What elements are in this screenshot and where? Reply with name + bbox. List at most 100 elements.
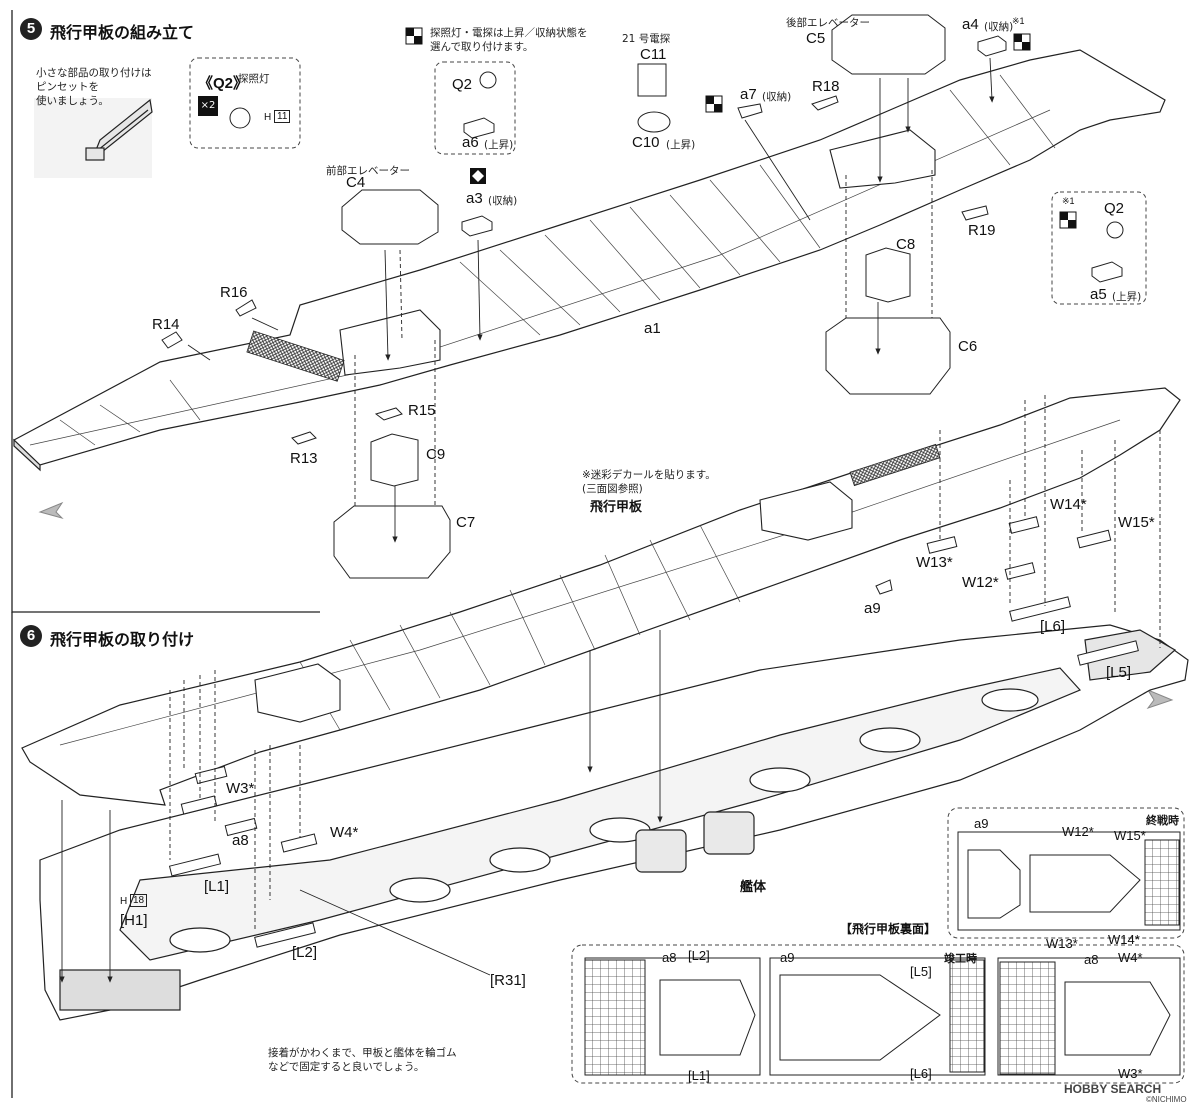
part-C8: C8	[896, 236, 916, 253]
part-H1: [H1]	[120, 912, 148, 929]
inset-top-W15: W15*	[1114, 828, 1146, 843]
lower-rear-elevator-opening	[759, 481, 853, 541]
ref1-right: ※1	[1062, 196, 1075, 206]
inset-boxes-step5	[189, 57, 1147, 305]
inset-bl-L1: [L1]	[688, 1068, 710, 1083]
upper-flight-deck	[12, 49, 1166, 472]
part-C11: C11	[640, 46, 667, 63]
x2-badge: ×2	[198, 96, 218, 116]
part-Q2: Q2	[452, 76, 473, 93]
inset-top-W13: W13*	[1046, 936, 1078, 951]
flag-icons	[405, 27, 1077, 229]
part-a7: a7	[740, 86, 757, 103]
caption-flight-deck: 飛行甲板	[590, 500, 643, 515]
lower-parts	[168, 516, 1139, 948]
part-C7: C7	[456, 514, 476, 531]
part-R13: R13	[290, 450, 318, 467]
inset-bm-L5: [L5]	[910, 964, 932, 979]
part-C6: C6	[958, 338, 978, 355]
part-W12: W12*	[962, 574, 999, 591]
part-C5: C5	[806, 30, 826, 47]
part-C10: C10	[632, 134, 660, 151]
a7-stowed: (収納)	[762, 91, 792, 103]
lower-deck-grating	[849, 443, 941, 487]
part-a5: a5	[1090, 286, 1107, 303]
note-decal: ※迷彩デカールを貼ります。 (三面図参照)	[582, 469, 716, 496]
part-R19: R19	[968, 222, 996, 239]
part-a9: a9	[864, 600, 881, 617]
inset-bl-L2: [L2]	[688, 948, 710, 963]
c10-raised: (上昇)	[666, 139, 696, 151]
a4-stowed: (収納)	[984, 21, 1014, 33]
h18-box: 18	[130, 894, 148, 907]
a5-raised: (上昇)	[1112, 291, 1142, 303]
caption-searchlight: 探照灯	[238, 73, 270, 85]
step5-number: 5	[20, 18, 42, 40]
part-a4: a4	[962, 16, 979, 33]
part-a6: a6	[462, 134, 479, 151]
part-a3: a3	[466, 190, 483, 207]
part-a1: a1	[644, 320, 661, 337]
inset-br-W3: W3*	[1118, 1066, 1143, 1081]
note-rubber-band: 接着がかわくまで、甲板と艦体を輪ゴム などで固定すると良いでしょう。	[268, 1047, 457, 1074]
watermark-sub: ©NICHIMO	[1146, 1095, 1187, 1104]
part-L6: [L6]	[1040, 618, 1066, 635]
inset-br-W4: W4*	[1118, 950, 1143, 965]
part-W3: W3*	[226, 780, 255, 797]
part-W4: W4*	[330, 824, 359, 841]
hull-guide-arrows	[59, 630, 663, 983]
inset-top-W14: W14*	[1108, 932, 1140, 947]
part-Q2-searchlight: 《Q2》	[198, 75, 249, 92]
a3-stowed: (収納)	[488, 195, 518, 207]
part-R18: R18	[812, 78, 840, 95]
caption-front-elevator: 前部エレベーター	[326, 165, 410, 177]
caption-at-commission: 竣工時	[944, 952, 977, 965]
lower-front-elevator-opening	[254, 663, 341, 723]
section-dividers	[11, 10, 320, 1098]
inset-bm-L6: [L6]	[910, 1066, 932, 1081]
note-searchlight: 探照灯・電探は上昇／収納状態を 選んで取り付けます。	[430, 27, 588, 54]
upper-parts	[161, 14, 1124, 579]
front-elevator-opening	[339, 309, 441, 376]
part-W14: W14*	[1050, 496, 1087, 513]
caption-at-completion: 終戦時	[1146, 814, 1179, 827]
part-C9: C9	[426, 446, 446, 463]
part-L5: [L5]	[1106, 664, 1132, 681]
tweezers-illustration	[34, 98, 153, 178]
bow-direction-arrow	[38, 501, 64, 519]
inset-bl-a8: a8	[662, 950, 677, 965]
a6-raised: (上昇)	[484, 139, 514, 151]
part-R16: R16	[220, 284, 248, 301]
part-a8: a8	[232, 832, 249, 849]
step6-title: 飛行甲板の取り付け	[50, 630, 195, 649]
underside-insets	[571, 807, 1185, 1084]
part-R14: R14	[152, 316, 180, 333]
step6-number: 6	[20, 625, 42, 647]
h18-prefix: H	[120, 896, 128, 907]
part-C4: C4	[346, 174, 366, 191]
part-Q2-right: Q2	[1104, 200, 1125, 217]
upper-deck-grating	[246, 330, 345, 382]
underside-deck-plans	[584, 831, 1181, 1076]
inset-top-W12: W12*	[1062, 824, 1094, 839]
part-R31: [R31]	[490, 972, 526, 989]
h11-prefix: H	[264, 112, 272, 123]
step5-title: 飛行甲板の組み立て	[50, 23, 195, 42]
h11-box: 11	[274, 110, 291, 123]
part-L2: [L2]	[292, 944, 318, 961]
stern-direction-arrow	[1146, 688, 1174, 709]
part-R15: R15	[408, 402, 436, 419]
watermark-brand: HOBBY SEARCH	[1064, 1082, 1162, 1096]
lower-assembly-arrows	[169, 395, 1161, 930]
part-W15: W15*	[1118, 514, 1155, 531]
note-tweezers: 小さな部品の取り付けは ピンセットを 使いましょう。	[36, 67, 152, 108]
hull	[39, 624, 1189, 1021]
upper-assembly-arrows	[187, 57, 995, 543]
inset-top-a9: a9	[974, 816, 989, 831]
caption-deck-underside: 【飛行甲板裏面】	[840, 922, 937, 936]
part-W13: W13*	[916, 554, 953, 571]
caption-hull: 艦体	[740, 880, 767, 895]
caption-radar21: 21 号電探	[622, 33, 671, 45]
inset-bm-a9: a9	[780, 950, 795, 965]
